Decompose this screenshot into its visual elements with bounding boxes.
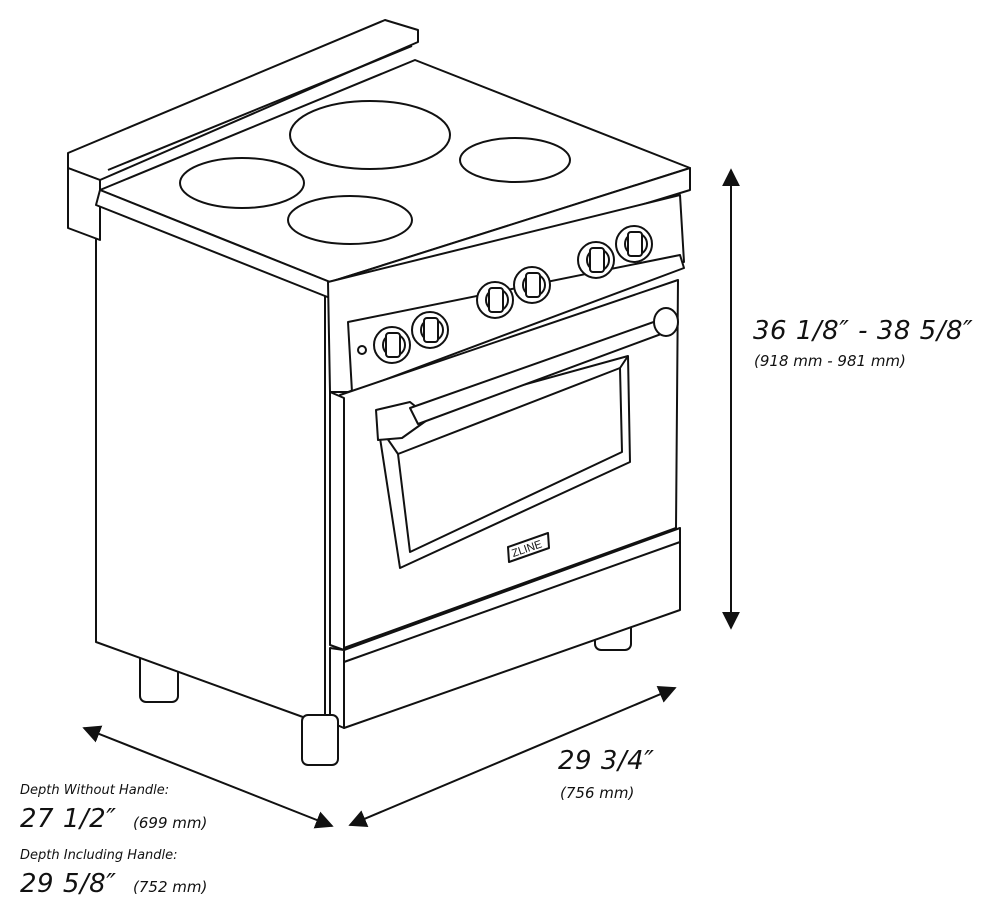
control-knob: [577, 241, 615, 279]
depth-including-handle-caption: Depth Including Handle:: [20, 848, 178, 863]
oven-handle: [375, 307, 679, 441]
burner-rear-right: [459, 137, 571, 183]
burner-front: [287, 195, 413, 245]
control-knob: [615, 225, 653, 263]
front-leg: [301, 714, 339, 766]
backsplash: [67, 19, 419, 241]
burner-rear-large: [289, 100, 451, 170]
depth-without-handle-caption: Depth Without Handle:: [20, 783, 170, 798]
depth-dimension-arrow: [82, 725, 334, 829]
oven-window: [397, 367, 623, 553]
height-imperial-label: 36 1/8″ - 38 5/8″: [753, 316, 974, 346]
width-dimension-arrow: [348, 685, 677, 828]
control-knob: [373, 326, 411, 364]
depth-including-handle-metric: (752 mm): [133, 878, 208, 896]
width-imperial-label: 29 3/4″: [558, 746, 655, 776]
control-knob: [411, 311, 449, 349]
indicator-light: [357, 345, 367, 355]
width-metric-label: (756 mm): [560, 784, 635, 802]
height-metric-label: (918 mm - 981 mm): [754, 352, 906, 370]
depth-without-handle-metric: (699 mm): [133, 814, 208, 832]
control-knob: [513, 266, 551, 304]
depth-including-handle-imperial: 29 5/8″: [20, 869, 117, 899]
depth-without-handle-imperial: 27 1/2″: [20, 804, 117, 834]
burner-left: [179, 157, 305, 209]
control-knob: [476, 281, 514, 319]
